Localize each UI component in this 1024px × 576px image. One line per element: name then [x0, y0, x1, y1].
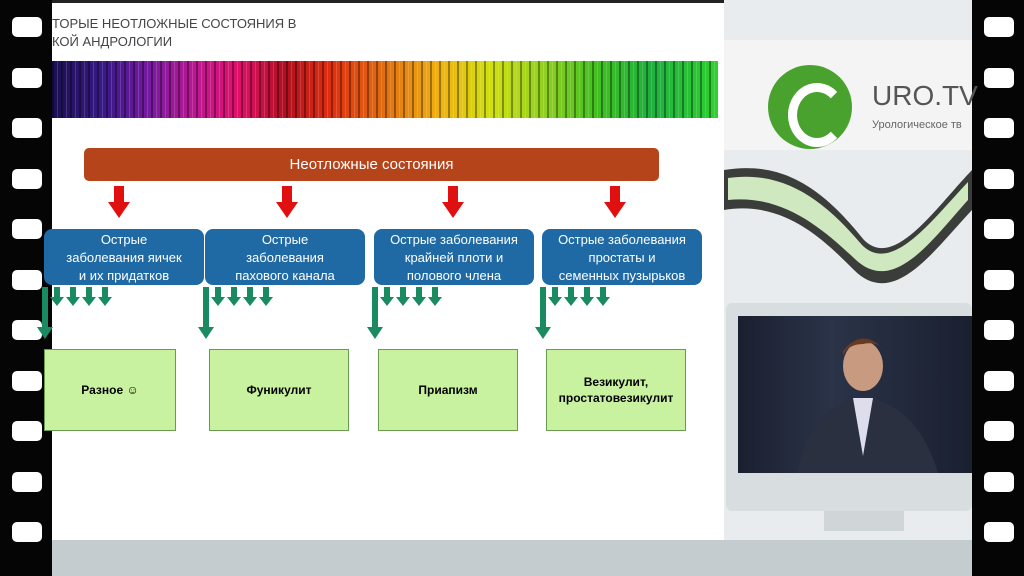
spectrum-banner [52, 61, 718, 118]
category-line: Острые заболевания [558, 232, 686, 247]
category-box: Острые заболевания крайней плоти и полов… [374, 229, 534, 285]
speaker-video[interactable] [738, 316, 972, 473]
film-strip-right [972, 0, 1024, 576]
speaker-figure [798, 338, 938, 473]
monitor-stand [824, 511, 904, 531]
film-hole [984, 118, 1014, 138]
category-line: Острые заболевания [390, 232, 518, 247]
category-box: Острые заболевания яичек и их придатков [44, 229, 204, 285]
title-line-2: КОЙ АНДРОЛОГИИ [52, 34, 173, 49]
category-line: крайней плоти и [404, 250, 504, 265]
film-hole [984, 320, 1014, 340]
channel-panel: URO.TV Урологическое тв [724, 0, 978, 540]
category-line: полового члена [406, 268, 502, 283]
film-hole [984, 421, 1014, 441]
film-hole [984, 522, 1014, 542]
film-hole [12, 67, 42, 88]
film-hole [12, 168, 42, 189]
category-line: заболевания яичек [66, 250, 182, 265]
bottom-bar [52, 540, 972, 576]
film-hole [984, 67, 1014, 88]
condition-label: Везикулит, простатовезикулит [558, 375, 674, 405]
condition-box: Везикулит, простатовезикулит [546, 349, 686, 431]
speaker-video-monitor [726, 303, 972, 511]
green-arrows-icon [198, 287, 273, 339]
title-line-1: ТОРЫЕ НЕОТЛОЖНЫЕ СОСТОЯНИЯ В [52, 16, 297, 31]
green-arrows-icon [535, 287, 610, 339]
film-hole [984, 471, 1014, 492]
category-line: заболевания [246, 250, 324, 265]
main-heading-box: Неотложные состояния [84, 148, 659, 181]
category-line: Острые [261, 232, 309, 247]
red-down-arrow-icon [442, 186, 464, 218]
condition-box: Фуникулит [209, 349, 349, 431]
film-hole [12, 118, 42, 138]
film-hole [12, 17, 42, 37]
film-ribbon-graphic [724, 168, 972, 284]
film-hole [984, 370, 1014, 391]
condition-label: Приапизм [418, 383, 478, 397]
condition-box: Разное ☺ [44, 349, 176, 431]
film-hole [12, 421, 42, 441]
green-arrows-icon [37, 287, 112, 339]
brand-name: URO.TV [872, 80, 978, 111]
film-hole [984, 219, 1014, 239]
category-line: Острые [100, 232, 148, 247]
condition-label: Фуникулит [246, 383, 312, 397]
film-hole [984, 269, 1014, 290]
green-arrows-icon [367, 287, 442, 339]
film-hole [12, 522, 42, 542]
film-hole [984, 17, 1014, 37]
red-down-arrow-icon [276, 186, 298, 218]
uro-tv-logo-icon [768, 65, 852, 149]
film-hole [12, 471, 42, 492]
film-hole [12, 370, 42, 391]
category-line: и их придатков [78, 268, 170, 283]
condition-label: Разное ☺ [81, 383, 139, 397]
logo-area: URO.TV Урологическое тв [724, 40, 978, 150]
film-hole [12, 219, 42, 239]
category-line: пахового канала [235, 268, 335, 283]
category-line: простаты и [588, 250, 656, 265]
category-box: Острые заболевания простаты и семенных п… [542, 229, 702, 285]
condition-box: Приапизм [378, 349, 518, 431]
red-down-arrow-icon [604, 186, 626, 218]
category-line: семенных пузырьков [558, 268, 686, 283]
red-down-arrow-icon [108, 186, 130, 218]
category-box: Острые заболевания пахового канала [205, 229, 365, 285]
film-hole [12, 320, 42, 340]
slide-title: ТОРЫЕ НЕОТЛОЖНЫЕ СОСТОЯНИЯ В КОЙ АНДРОЛО… [52, 15, 296, 51]
film-hole [984, 168, 1014, 189]
brand-tagline: Урологическое тв [872, 119, 962, 131]
film-hole [12, 269, 42, 290]
presentation-slide: ТОРЫЕ НЕОТЛОЖНЫЕ СОСТОЯНИЯ В КОЙ АНДРОЛО… [37, 0, 724, 540]
